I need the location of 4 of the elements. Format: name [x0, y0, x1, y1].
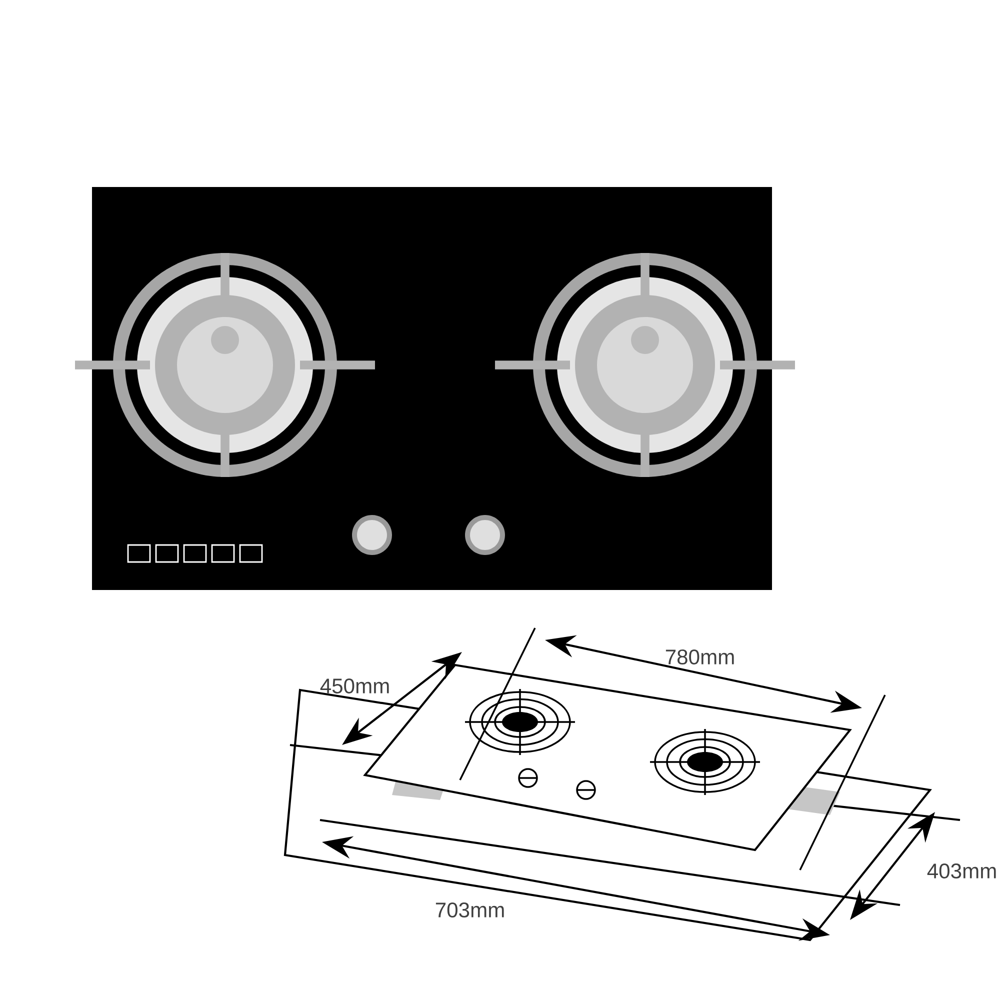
- dimension-label: 450mm: [320, 678, 389, 694]
- dimension-label: 403mm: [927, 864, 996, 878]
- dimension-label: 780mm: [666, 650, 734, 664]
- dimension-label: 703mm: [436, 902, 504, 918]
